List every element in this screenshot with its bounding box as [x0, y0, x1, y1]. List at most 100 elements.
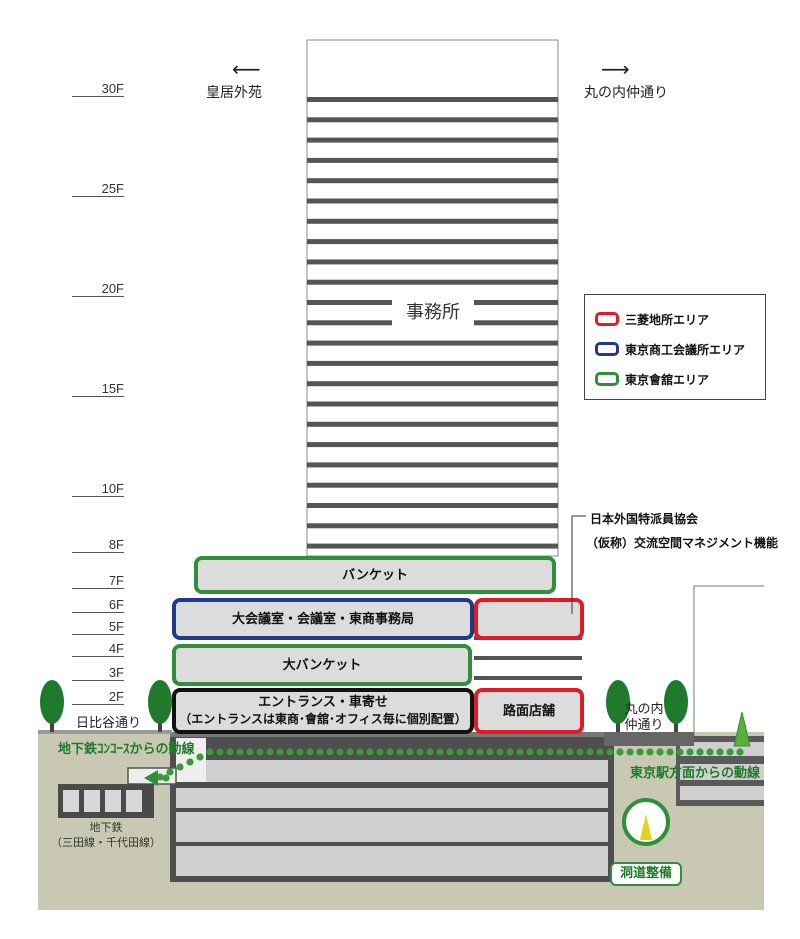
tower-floor-stripe [307, 360, 558, 366]
flow-dot [656, 748, 664, 756]
legend-label: 東京商工会議所エリア [625, 342, 746, 357]
trees [40, 680, 688, 732]
road-surface [170, 732, 614, 737]
subway-concourse-flow-label: 地下鉄ｺﾝｺｰｽからの動線 [58, 742, 195, 757]
entrance-note: （エントランスは東商･會舘･オフィス毎に個別配置） [179, 712, 467, 726]
legend-item: 東京商工会議所エリア [595, 339, 745, 359]
flow-dot [166, 768, 174, 776]
legend-label: 三菱地所エリア [625, 312, 710, 327]
street-arrow-icon [733, 711, 751, 747]
road-surface [604, 732, 694, 746]
neighbor-basement-floor [680, 786, 764, 800]
flow-dot [346, 748, 354, 756]
floor-label: 5F [72, 620, 124, 635]
legend-item: 東京會舘エリア [595, 369, 709, 389]
flow-dot [516, 748, 524, 756]
flow-dot [236, 748, 244, 756]
flow-dot [606, 748, 614, 756]
marunouchi-street-label: 丸の内 仲通り [616, 702, 672, 734]
basement-level [176, 760, 608, 782]
legend-swatch [595, 312, 619, 326]
tree-icon [664, 680, 688, 724]
floor-label: 8F [72, 538, 124, 553]
neighbor-building-outline [693, 585, 764, 736]
flow-dot [626, 748, 634, 756]
basement-level [176, 812, 608, 842]
tunnel-label: 洞道整備 [610, 862, 682, 886]
zone-big-banquet: 大バンケット [172, 644, 472, 686]
floor-label: 7F [72, 574, 124, 589]
floor-label: 30F [72, 82, 124, 97]
tower-floor-stripe [307, 178, 558, 184]
flow-dot [576, 748, 584, 756]
tower-floor-stripe [307, 543, 558, 549]
flow-dot [162, 774, 170, 782]
office-tower [306, 39, 559, 557]
tower-floor-stripe [307, 462, 558, 468]
tokyo-station-flow-label: 東京駅方面からの動線 [630, 766, 761, 781]
tower-floor-stripe [307, 482, 558, 488]
legend: 三菱地所エリア東京商工会議所エリア東京會舘エリア [584, 294, 766, 400]
flow-dot [326, 748, 334, 756]
flow-dot [566, 748, 574, 756]
legend-swatch [595, 342, 619, 356]
floor-label: 6F [72, 598, 124, 613]
flow-dot [616, 748, 624, 756]
flow-dot [466, 748, 474, 756]
entrance-title: エントランス・車寄せ [258, 695, 388, 710]
tower-floor-stripe [307, 97, 558, 102]
flow-dot [726, 748, 734, 756]
tree-icon [148, 680, 172, 724]
tunnel-marker [640, 814, 652, 840]
tower-floor-stripe [307, 218, 558, 224]
fcc-note: 日本外国特派員協会 [590, 512, 699, 526]
subway-line1: 地下鉄 [89, 821, 123, 834]
legend-item: 三菱地所エリア [595, 309, 709, 329]
flow-dot [376, 748, 384, 756]
flow-dot [736, 748, 744, 756]
flow-dots [156, 748, 744, 782]
flow-dot [546, 748, 554, 756]
zone-mitsubishi-upper [474, 598, 584, 640]
flow-dot [186, 758, 194, 766]
road-surface [38, 730, 172, 734]
floor-label: 15F [72, 382, 124, 397]
flow-dot [416, 748, 424, 756]
floor-label: 10F [72, 482, 124, 497]
flow-dot [206, 748, 214, 756]
flow-dot [396, 748, 404, 756]
flow-dot [676, 748, 684, 756]
floor-label: 20F [72, 282, 124, 297]
floor-label: 3F [72, 666, 124, 681]
flow-dot [176, 763, 184, 771]
tower-floor-stripe [307, 259, 558, 265]
zone-street-shops: 路面店舗 [474, 688, 584, 734]
flow-dot [356, 748, 364, 756]
legend-label: 東京會舘エリア [625, 372, 710, 387]
tower-floor-stripe [307, 401, 558, 407]
flow-arrow-left-icon [144, 770, 158, 786]
flow-dot [316, 748, 324, 756]
zone-banquet: バンケット [194, 556, 556, 594]
traffic-note: （仮称）交流空間マネジメント機能 [586, 536, 779, 550]
note-leader-line [571, 515, 586, 614]
flow-dot [636, 748, 644, 756]
subway-platform [84, 790, 100, 812]
tower-floor-stripe [307, 340, 558, 346]
subway-label: 地下鉄 （三田線・千代田線） [46, 820, 166, 850]
flow-dot [436, 748, 444, 756]
flow-dot [286, 748, 294, 756]
floor-label: 2F [72, 690, 124, 705]
flow-dot [246, 748, 254, 756]
zone-conference: 大会議室・会議室・東商事務局 [172, 598, 474, 640]
marunouchi-line1: 丸の内 [624, 702, 664, 717]
tower-floor-stripe [307, 239, 558, 245]
tree-icon [40, 680, 64, 724]
zone-entrance: エントランス・車寄せ （エントランスは東商･會舘･オフィス毎に個別配置） [172, 688, 474, 734]
flow-dot [216, 748, 224, 756]
tower-floor-stripe [307, 279, 558, 285]
tower-floor-stripe [307, 198, 558, 204]
flow-dot [666, 748, 674, 756]
direction-right-label: 丸の内仲通り [584, 85, 668, 101]
right-arrow-icon: ⟶ [601, 57, 630, 81]
